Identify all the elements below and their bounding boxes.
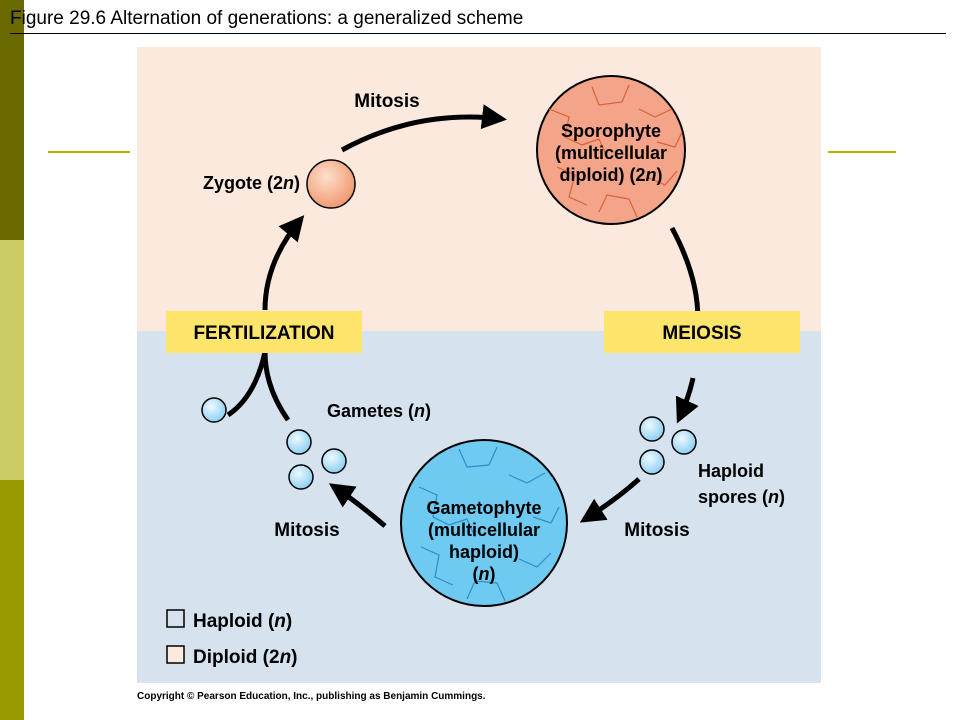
spore [639,449,665,475]
haploid-spores-label-line1: Haploid [698,461,764,481]
fertilization-label: FERTILIZATION [193,323,334,344]
life-cycle-figure: Sporophyte (multicellular diploid) (2n) … [137,47,821,683]
diploid-region [137,47,821,331]
arrow-fertilization-to-zygote [262,215,305,311]
fertilization-box [166,311,362,353]
sporophyte-label-line1: Sporophyte [561,121,661,141]
gametophyte-label-line4: (n) [473,564,496,584]
legend-diploid: Diploid (2n) [193,647,298,668]
gametophyte-cell: Gametophyte (multicellular haploid) (n) [400,439,568,607]
gamete [288,464,314,490]
arrow-gamete-to-fertilization [226,351,268,418]
mitosis-label-right: Mitosis [624,520,689,541]
gametophyte-label-line2: (multicellular [428,520,540,540]
meiosis-box [604,311,800,353]
slide-title: Figure 29.6 Alternation of generations: … [10,8,524,29]
spore [639,416,665,442]
accent-line-left [48,151,130,153]
spore [671,429,697,455]
accent-line-right [828,151,896,153]
gametophyte-label-line1: Gametophyte [426,498,541,518]
arrow-mitosis-to-sporophyte [340,104,507,153]
sidebar-block-mid [0,240,24,480]
sporophyte-label-line2: (multicellular [555,143,667,163]
mitosis-label-top: Mitosis [354,91,419,112]
meiosis-label: MEIOSIS [662,323,741,344]
haploid-spores-label-line2: spores (n) [698,487,785,507]
mitosis-label-left: Mitosis [274,520,339,541]
gamete [201,397,227,423]
legend-haploid: Haploid (n) [193,611,292,632]
gametes-label: Gametes (n) [327,401,431,421]
title-underline [10,33,946,34]
arrow-spores-to-gametophyte [579,477,641,523]
sidebar-block-light [0,480,24,720]
gametophyte-label-line3: haploid) [449,542,519,562]
zygote-label: Zygote (2n) [203,173,300,193]
copyright-notice: Copyright © Pearson Education, Inc., pub… [137,691,486,702]
arrow-gametophyte-to-gametes [328,483,387,528]
sidebar-block-dark [0,0,24,240]
sporophyte-cell: Sporophyte (multicellular diploid) (2n) [536,75,686,225]
gamete [321,448,347,474]
sporophyte-label-line3: diploid) (2n) [560,165,663,185]
legend: Haploid (n) Diploid (2n) [166,609,298,668]
legend-swatch-haploid [166,609,185,628]
legend-swatch-diploid [166,645,185,664]
slide-sidebar [0,0,24,720]
life-cycle-diagram: Sporophyte (multicellular diploid) (2n) … [137,47,821,683]
arrow-meiosis-to-spores [675,377,699,424]
gamete [286,429,312,455]
zygote-cell [306,159,356,209]
